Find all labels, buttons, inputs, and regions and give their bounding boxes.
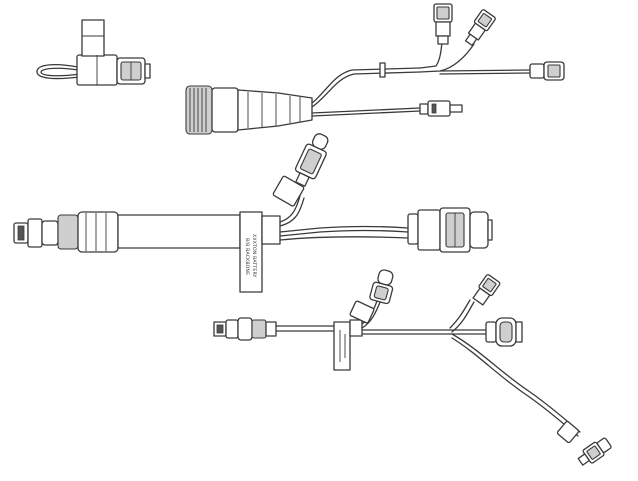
fuse-holder-boot — [272, 175, 305, 207]
round-connector — [185, 85, 313, 135]
cable-clip — [379, 62, 386, 78]
tag-text-line2: B/B BACKBONE — [244, 238, 250, 275]
connector-a — [433, 3, 453, 45]
wire-loop — [36, 64, 81, 80]
wire-loop-inner — [40, 67, 81, 77]
connector-c — [529, 61, 565, 81]
backbone-label-tag: XXXTON BATTERY B/B BACKBONE — [239, 211, 263, 293]
connector-b — [464, 9, 496, 47]
right-big-connector — [407, 207, 493, 253]
lower-upper-connector — [369, 269, 394, 305]
terminal-d — [419, 100, 463, 117]
harness-3 — [213, 269, 612, 466]
lower-right-upper-connector — [472, 274, 501, 306]
tag-text-line1: XXXTON BATTERY — [251, 234, 257, 278]
diagonal-clip — [556, 420, 580, 444]
lower-end-connector — [577, 437, 612, 466]
upper-fuse-connector — [294, 133, 329, 187]
left-end-connector — [13, 211, 119, 253]
lower-left-terminal — [213, 317, 277, 341]
harness-1 — [185, 3, 565, 135]
lower-round-connector — [485, 317, 523, 347]
lower-label-tag — [333, 321, 351, 371]
loop-connector-assembly — [36, 19, 151, 86]
main-trunk — [117, 214, 241, 249]
harness-2: XXXTON BATTERY B/B BACKBONE — [13, 133, 493, 293]
connector-top-block — [81, 19, 105, 57]
